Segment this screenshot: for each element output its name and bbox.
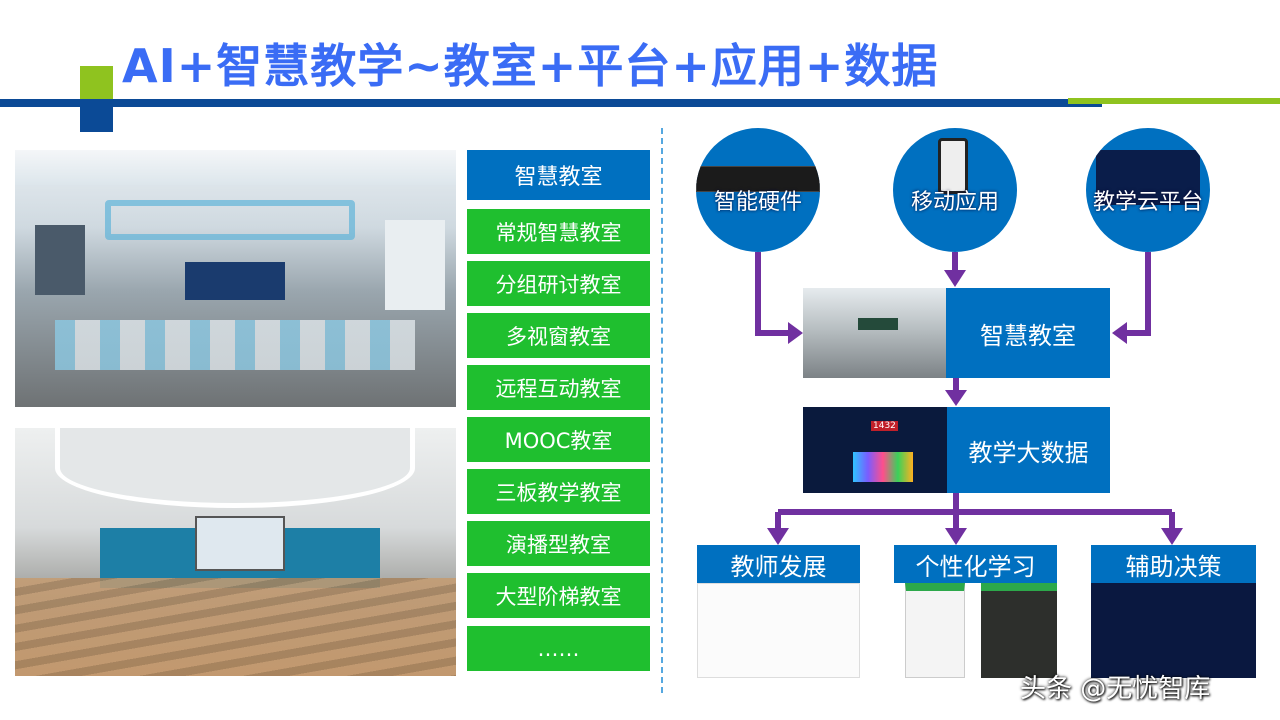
- classroom-photo-2: [15, 428, 456, 676]
- source-hardware: 智能硬件: [696, 128, 820, 252]
- list-item: MOOC教室: [467, 417, 650, 462]
- phone-image: [938, 138, 968, 194]
- source-label: 教学云平台: [1092, 190, 1203, 215]
- arrow-cloud: [1126, 252, 1151, 336]
- classroom-photo-1: [15, 150, 456, 407]
- list-header-smart-classroom: 智慧教室: [467, 150, 650, 200]
- source-cloud-platform: 教学云平台: [1086, 128, 1210, 252]
- output-decision-support: 辅助决策: [1091, 545, 1256, 583]
- title-green-square: [80, 66, 113, 99]
- decision-support-image: [1091, 583, 1256, 678]
- list-item: ……: [467, 626, 650, 671]
- dashboard-number: 1432: [871, 421, 898, 431]
- list-item: 远程互动教室: [467, 365, 650, 410]
- list-item: 多视窗教室: [467, 313, 650, 358]
- source-mobile: 移动应用: [893, 128, 1017, 252]
- hardware-device-image: [696, 166, 820, 192]
- list-item: 常规智慧教室: [467, 209, 650, 254]
- smart-classroom-image: [803, 288, 947, 378]
- arrow-hardware: [755, 252, 790, 336]
- list-item: 大型阶梯教室: [467, 573, 650, 618]
- teacher-development-image: [697, 583, 860, 678]
- watermark: 头条 @无忧智库: [1020, 674, 1211, 704]
- smart-classroom-box: 智慧教室: [946, 288, 1110, 378]
- source-label: 移动应用: [910, 190, 999, 215]
- cloud-dashboard-image: [1096, 150, 1200, 205]
- list-item: 三板教学教室: [467, 469, 650, 514]
- output-personalized-learning: 个性化学习: [894, 545, 1057, 583]
- list-item: 演播型教室: [467, 521, 650, 566]
- personalized-learning-phone-image: [905, 583, 965, 678]
- title-underline-blue: [0, 99, 1102, 107]
- source-label: 智能硬件: [713, 190, 802, 215]
- title-underline-green: [1068, 98, 1280, 104]
- output-teacher-development: 教师发展: [697, 545, 860, 583]
- dashed-divider: [661, 128, 663, 693]
- list-item: 分组研讨教室: [467, 261, 650, 306]
- page-title: AI+智慧教学~教室+平台+应用+数据: [122, 39, 939, 93]
- arrow-data-split: [775, 493, 1175, 530]
- personalized-learning-screen-image: [981, 583, 1057, 678]
- teaching-big-data-box: 教学大数据: [947, 407, 1110, 493]
- big-data-dashboard-image: 1432: [803, 407, 948, 493]
